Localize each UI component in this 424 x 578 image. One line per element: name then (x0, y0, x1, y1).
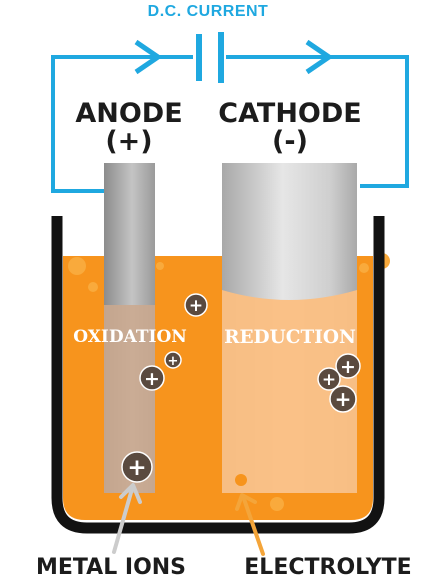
pointer-arrow-icon (112, 483, 142, 554)
metal-ion-icon: + (184, 293, 208, 317)
pointer-arrow-icon (235, 493, 265, 556)
electrolyte-particle (235, 474, 247, 486)
cathode-sign: (-) (272, 126, 308, 157)
svg-text:+: + (340, 356, 356, 378)
svg-text:+: + (335, 387, 352, 411)
metal-ion-icon: + (329, 385, 357, 413)
battery-icon (196, 32, 224, 83)
svg-text:+: + (144, 368, 160, 390)
metal-ion-icon: + (164, 351, 182, 369)
svg-text:+: + (189, 296, 203, 316)
metal-ion-icon: + (335, 353, 361, 379)
metal-ion-icon: + (139, 365, 165, 391)
anode-sign: (+) (105, 126, 152, 157)
tank (51, 216, 385, 534)
circuit-wire (51, 55, 409, 193)
current-arrow-icon (134, 39, 163, 75)
metal-ion-icon: + (121, 451, 153, 483)
anode-title: ANODE (75, 98, 182, 129)
metal-ion-icon: + (317, 367, 341, 391)
metal-ions-label: METAL IONS (36, 555, 186, 578)
current-label: D.C. CURRENT (148, 3, 269, 20)
electrolyte-label: ELECTROLYTE (244, 555, 411, 578)
current-arrow-icon (305, 39, 334, 75)
cathode-title: CATHODE (218, 98, 361, 129)
svg-text:+: + (168, 354, 179, 369)
svg-text:+: + (127, 455, 146, 481)
svg-text:+: + (322, 370, 336, 390)
oxidation-label: OXIDATION (73, 327, 187, 347)
cathode-electrode (222, 163, 357, 493)
reduction-label: REDUCTION (224, 327, 356, 348)
